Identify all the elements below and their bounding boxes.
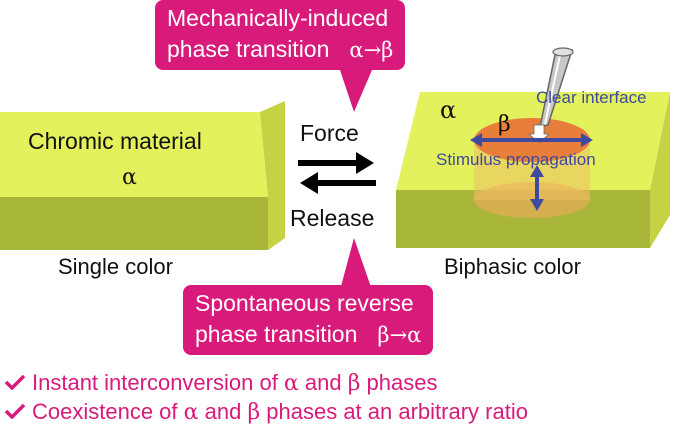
checklist-item-1-beta: β [347, 371, 361, 396]
left-block-phase: α [122, 165, 137, 190]
callout-forward-line1: Mechanically-induced [167, 5, 389, 31]
equilibrium-arrows [298, 152, 376, 194]
checklist-item-1-alpha: α [283, 371, 299, 396]
callout-forward-line2: phase transition [167, 36, 330, 62]
right-block-caption: Biphasic color [444, 254, 581, 279]
callout-forward-transition: Mechanically-induced phase transition α→β [155, 0, 406, 70]
indenter-tip [539, 47, 574, 129]
release-label: Release [290, 205, 375, 231]
right-block-right-face [650, 92, 670, 248]
right-block-phase-alpha: α [440, 96, 457, 124]
right-block-phase-beta: β [498, 112, 511, 137]
checklist-item-2-mid: and [198, 399, 248, 424]
checklist-item-2-alpha: α [183, 400, 199, 425]
checklist-item-2-post: phases at an arbitrary ratio [260, 399, 528, 424]
checklist-item-1-pre: Instant interconversion of [32, 370, 284, 395]
checklist-item: Instant interconversion of α and β phase… [4, 370, 438, 396]
checklist-item-1-mid: and [298, 370, 348, 395]
forward-arrow-icon [356, 152, 374, 174]
checklist-item-2-beta: β [247, 400, 261, 425]
callout-top-pointer [340, 70, 372, 112]
force-label: Force [300, 120, 359, 146]
checklist-item-2-pre: Coexistence of [32, 399, 184, 424]
callout-reverse-line1: Spontaneous reverse [195, 290, 414, 316]
checkmark-icon [4, 399, 28, 425]
callout-reverse-symbol: β→α [377, 323, 422, 347]
left-block-right-face [260, 101, 285, 250]
right-material-block [396, 47, 670, 248]
propagation-arrows [470, 133, 593, 211]
left-block-front-face [0, 197, 268, 250]
checkmark-icon [4, 370, 28, 396]
callout-reverse-line2: phase transition [195, 321, 358, 347]
stimulus-propagation-label: Stimulus propagation [436, 150, 596, 169]
callout-forward-symbol: α→β [349, 38, 394, 62]
clear-interface-label: Clear interface [536, 88, 647, 107]
left-block-title: Chromic material [28, 128, 202, 154]
checklist-item-1-post: phases [360, 370, 438, 395]
reverse-arrow-icon [300, 172, 318, 194]
callout-bottom-pointer [340, 238, 372, 290]
left-block-top-face [0, 112, 268, 197]
checklist-item: Coexistence of α and β phases at an arbi… [4, 399, 528, 425]
left-material-block [0, 101, 285, 250]
callout-reverse-transition: Spontaneous reverse phase transition β→α [183, 285, 434, 355]
left-block-caption: Single color [58, 254, 173, 279]
